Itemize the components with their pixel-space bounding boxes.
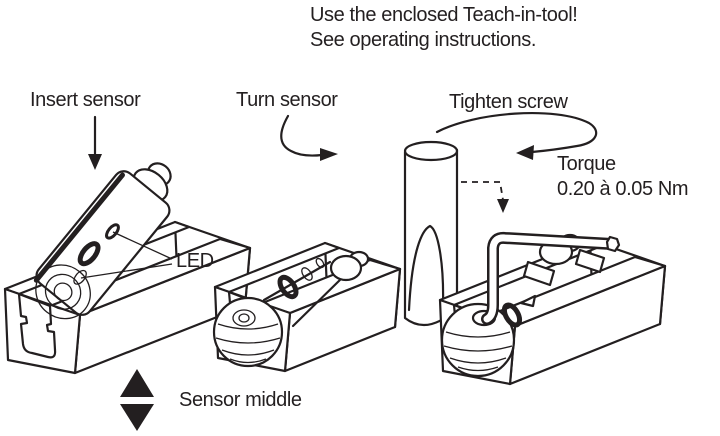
step-label-insert-sensor: Insert sensor [30,89,141,111]
torque-title: Torque [557,153,616,175]
led-lamp-icon [105,223,120,240]
led-lamp-icon [501,302,523,328]
tighten-screw-figure [403,111,667,386]
turn-sensor-figure [212,114,402,373]
down-triangle-icon [120,404,154,431]
instruction-note-line1: Use the enclosed Teach-in-tool! [310,4,578,26]
led-lamp-icon [77,241,101,267]
down-arrow-icon [88,115,102,170]
sensor-body [33,162,172,320]
tighten-arrow-icon [435,111,598,160]
teach-in-tool [403,140,459,327]
allen-key [481,231,621,325]
instruction-note-line2: See operating instructions. [310,29,537,51]
sensor-body [212,250,370,368]
instruction-note: Use the enclosed Teach-in-tool! See oper… [310,3,578,53]
led-label: LED [176,250,214,272]
torque-annotation: Torque 0.20 à 0.05 Nm [557,152,689,202]
step-label-turn-sensor: Turn sensor [236,89,338,111]
turn-arrow-icon [280,114,338,161]
sensor-middle-label: Sensor middle [179,389,302,411]
step-label-tighten-screw: Tighten screw [449,91,568,113]
insert-sensor-figure [3,115,252,375]
up-triangle-icon [120,369,154,397]
torque-value: 0.20 à 0.05 Nm [557,178,689,200]
led-lamp-icon [277,274,299,300]
sensor-middle-indicator [120,369,154,431]
led-pointer-lines [80,231,173,279]
torque-target-arrow-icon [461,181,509,213]
